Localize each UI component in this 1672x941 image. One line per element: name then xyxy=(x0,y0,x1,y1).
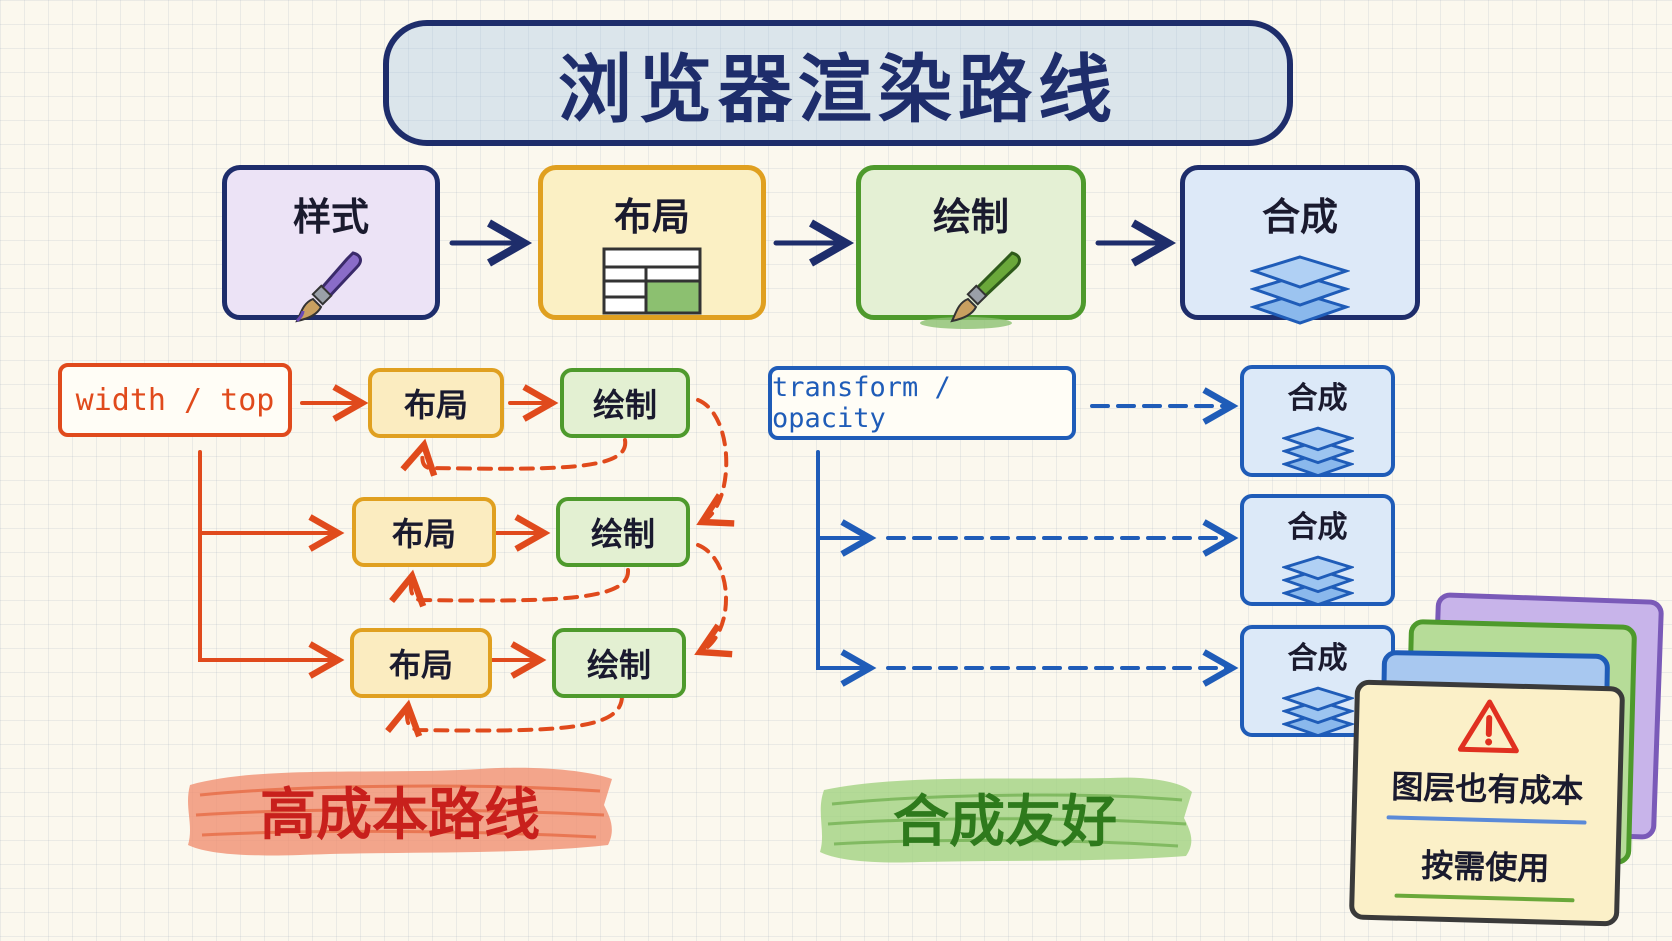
layers-icon xyxy=(1279,421,1356,481)
stage-paint: 绘制 xyxy=(856,165,1086,329)
note-underline-blue xyxy=(1386,815,1587,825)
friendly-row2-composite: 合成 xyxy=(1240,494,1395,607)
green-scribble-bg xyxy=(820,777,1192,863)
trigger-transform-opacity: transform / opacity xyxy=(768,366,1076,440)
composite-label: 合成 xyxy=(1287,641,1348,676)
layout-label: 布局 xyxy=(388,646,453,684)
paint-label: 绘制 xyxy=(592,386,657,424)
stage-composite-label: 合成 xyxy=(1261,195,1338,239)
red-scribble-bg xyxy=(188,767,612,856)
expensive-path-label: 高成本路线 xyxy=(180,755,620,865)
trigger-width-top-label: width / top xyxy=(75,382,275,418)
expensive-row3-paint: 绘制 xyxy=(552,628,686,698)
expensive-row1-layout: 布局 xyxy=(368,368,504,438)
stage-layout-label: 布局 xyxy=(613,195,690,239)
friendly-path-label: 合成友好 xyxy=(810,762,1200,872)
warning-icon xyxy=(1456,697,1522,759)
trigger-transform-opacity-label: transform / opacity xyxy=(772,372,951,434)
composite-label: 合成 xyxy=(1287,381,1348,416)
expensive-row2-paint: 绘制 xyxy=(556,497,690,567)
layers-icon xyxy=(1279,550,1356,610)
note-line-1: 图层也有成本 xyxy=(1390,767,1584,811)
layout-grid-icon xyxy=(602,247,702,321)
paintbrush-icon xyxy=(291,247,371,331)
paint-label: 绘制 xyxy=(586,646,651,684)
stage-style: 样式 xyxy=(222,165,440,323)
layers-icon xyxy=(1279,681,1356,741)
stage-style-label: 样式 xyxy=(292,195,369,239)
note-line-2: 按需使用 xyxy=(1420,846,1550,888)
trigger-width-top: width / top xyxy=(58,363,292,437)
expensive-path-text: 高成本路线 xyxy=(260,782,540,848)
friendly-path-connectors xyxy=(816,387,1239,687)
expensive-row1-paint: 绘制 xyxy=(560,368,690,438)
friendly-path-text: 合成友好 xyxy=(893,789,1117,855)
title-text: 浏览器渲染路线 xyxy=(558,46,1118,133)
composite-label: 合成 xyxy=(1287,510,1348,545)
layer-cost-note: 图层也有成本 按需使用 xyxy=(1348,679,1626,927)
stage-paint-label: 绘制 xyxy=(932,195,1009,239)
stage-composite: 合成 xyxy=(1180,165,1420,325)
expensive-row2-layout: 布局 xyxy=(352,497,496,567)
layout-label: 布局 xyxy=(403,386,468,424)
expensive-path-connectors xyxy=(198,384,735,738)
paint-label: 绘制 xyxy=(590,515,655,553)
page-title: 浏览器渲染路线 xyxy=(383,20,1293,146)
friendly-row1-composite: 合成 xyxy=(1240,365,1395,478)
paintbrush-icon xyxy=(916,247,1026,335)
stage-layout: 布局 xyxy=(538,165,766,320)
layout-label: 布局 xyxy=(391,515,456,553)
expensive-row3-layout: 布局 xyxy=(350,628,492,698)
note-underline-green xyxy=(1394,893,1575,903)
layers-icon xyxy=(1249,247,1351,329)
